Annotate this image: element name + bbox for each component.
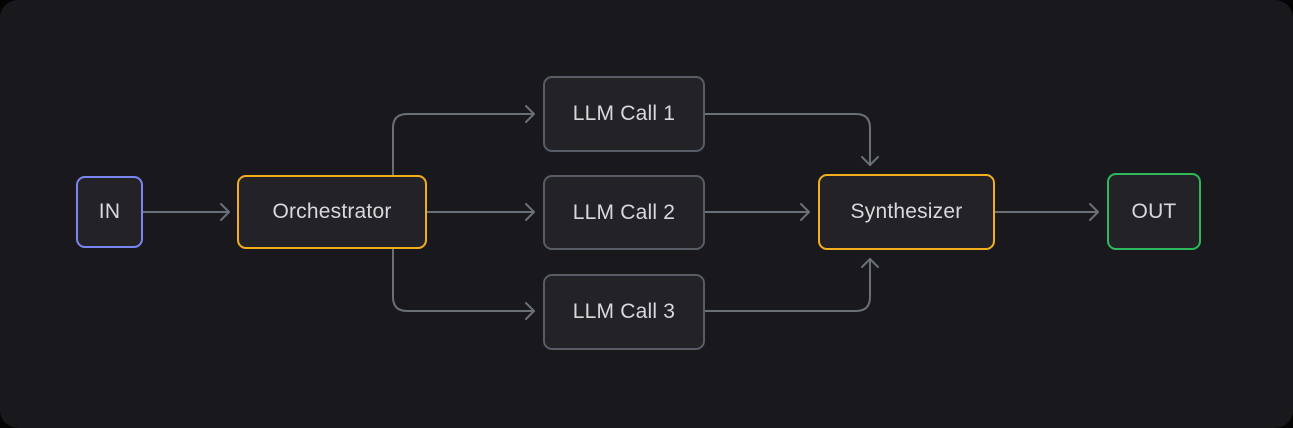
- node-in: IN: [76, 176, 143, 248]
- node-llm-call-2-label: LLM Call 2: [572, 200, 676, 224]
- node-llm-call-3-label: LLM Call 3: [572, 300, 676, 323]
- edge-llm1-synthesizer: [704, 113, 879, 166]
- arrowhead-right-icon: [525, 302, 535, 320]
- arrowhead-right-icon: [525, 105, 535, 123]
- node-orchestrator: Orchestrator: [237, 175, 427, 249]
- arrowhead-right-icon: [220, 203, 230, 221]
- node-llm-call-2: LLM Call 2: [543, 175, 705, 250]
- arrowhead-right-icon: [800, 203, 810, 221]
- arrowhead-up-icon: [861, 258, 879, 268]
- node-llm-call-1-label: LLM Call 1: [572, 102, 676, 125]
- arrowhead-down-icon: [861, 156, 879, 166]
- node-synthesizer-label: Synthesizer: [850, 200, 963, 223]
- arrowhead-right-icon: [525, 203, 535, 221]
- edge-synthesizer-out: [994, 203, 1099, 221]
- node-llm-call-3: LLM Call 3: [543, 274, 705, 350]
- node-orchestrator-label: Orchestrator: [272, 200, 392, 223]
- node-in-label: IN: [98, 200, 121, 223]
- node-out-label: OUT: [1131, 199, 1177, 223]
- node-llm-call-1: LLM Call 1: [543, 76, 705, 152]
- node-synthesizer: Synthesizer: [818, 174, 995, 250]
- edge-llm3-synthesizer: [704, 258, 879, 312]
- edge-orchestrator-llm1: [392, 105, 535, 176]
- edge-orchestrator-llm2: [426, 203, 535, 221]
- node-out: OUT: [1107, 173, 1201, 250]
- edge-llm2-synthesizer: [704, 203, 810, 221]
- arrowhead-right-icon: [1089, 203, 1099, 221]
- edge-in-orchestrator: [142, 203, 230, 221]
- edge-orchestrator-llm3: [392, 248, 535, 320]
